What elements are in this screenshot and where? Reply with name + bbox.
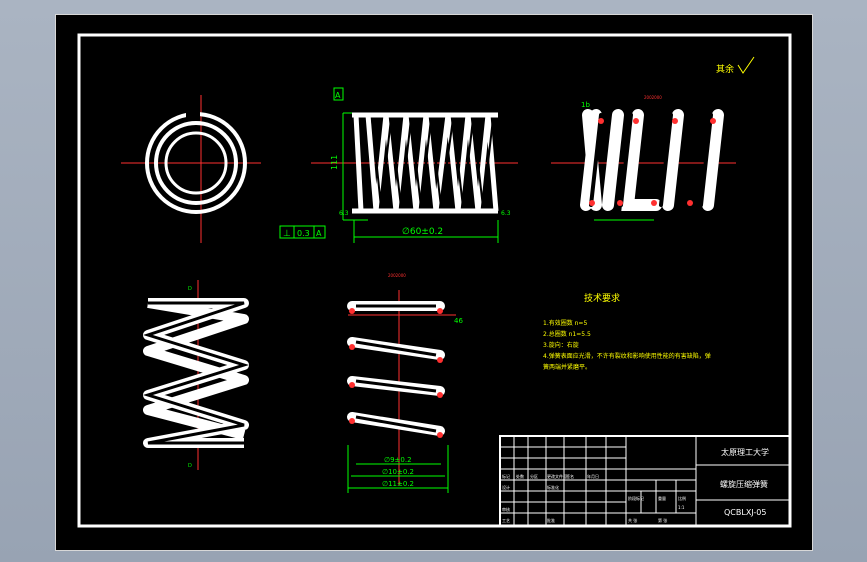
spring-coil-section: 2002000 <box>347 273 463 493</box>
svg-text:标记: 标记 <box>502 473 510 479</box>
svg-text:设计: 设计 <box>502 484 510 490</box>
spring-drawing: A 111 ⊥ 0.3 A ∅60±0.2 6.3 6.3 2002000 <box>77 33 792 528</box>
svg-text:2002000: 2002000 <box>388 273 406 278</box>
title-block-text: 太原理工大学 螺旋压缩弹簧 QCBLXJ-05 标记 处数 分区 更改文件号 签… <box>502 447 769 523</box>
roughness-symbol: 其余 <box>716 56 755 75</box>
inner-frame <box>77 33 792 528</box>
svg-text:D: D <box>188 286 192 292</box>
svg-text:工艺: 工艺 <box>502 518 510 523</box>
svg-text:3.旋向：右旋: 3.旋向：右旋 <box>543 341 579 349</box>
svg-text:D: D <box>188 463 192 469</box>
svg-text:111: 111 <box>330 155 339 170</box>
svg-text:重量: 重量 <box>658 495 666 501</box>
svg-text:⊥: ⊥ <box>283 229 291 239</box>
svg-text:0.3: 0.3 <box>297 229 310 238</box>
svg-text:∅9±0.2: ∅9±0.2 <box>384 456 412 464</box>
svg-text:螺旋压缩弹簧: 螺旋压缩弹簧 <box>720 479 768 489</box>
svg-text:处数: 处数 <box>516 473 524 479</box>
svg-text:∅10±0.2: ∅10±0.2 <box>382 468 414 476</box>
svg-text:QCBLXJ-05: QCBLXJ-05 <box>724 508 766 517</box>
svg-text:共 张: 共 张 <box>628 517 637 523</box>
svg-text:∅60±0.2: ∅60±0.2 <box>402 227 443 237</box>
svg-text:更改文件号: 更改文件号 <box>547 473 567 479</box>
tech-requirements: 技术要求 1.有效圈数 n=5 2.总圈数 n1=5.5 3.旋向：右旋 4.弹… <box>543 292 711 371</box>
svg-text:第 张: 第 张 <box>658 517 667 523</box>
drawing-sheet[interactable]: A 111 ⊥ 0.3 A ∅60±0.2 6.3 6.3 2002000 <box>55 14 813 551</box>
svg-text:2.总圈数 n1=5.5: 2.总圈数 n1=5.5 <box>543 330 591 338</box>
svg-text:太原理工大学: 太原理工大学 <box>721 447 769 457</box>
svg-text:6.3: 6.3 <box>501 210 511 217</box>
svg-text:其余: 其余 <box>716 63 734 75</box>
svg-text:簧两端并紧磨平。: 簧两端并紧磨平。 <box>543 363 591 371</box>
spring-section-view: 2002000 1b <box>551 95 736 221</box>
svg-text:阶段标记: 阶段标记 <box>628 495 644 501</box>
svg-text:1b: 1b <box>581 101 590 109</box>
svg-text:46: 46 <box>454 317 463 325</box>
svg-text:4.弹簧表面应光滑，不许有裂纹和影响使用性能的有害缺陷，弹: 4.弹簧表面应光滑，不许有裂纹和影响使用性能的有害缺陷，弹 <box>543 352 711 360</box>
svg-text:A: A <box>335 91 341 100</box>
svg-text:1:1: 1:1 <box>678 505 685 510</box>
svg-text:A: A <box>316 229 322 238</box>
svg-text:签名: 签名 <box>566 473 574 479</box>
svg-text:分区: 分区 <box>530 473 538 479</box>
spring-end-view <box>121 95 261 243</box>
spring-front-view: A 111 ⊥ 0.3 A ∅60±0.2 6.3 6.3 <box>279 87 518 243</box>
svg-text:2002000: 2002000 <box>644 95 662 100</box>
svg-text:∅11±0.2: ∅11±0.2 <box>382 480 414 488</box>
svg-text:年月日: 年月日 <box>587 473 599 479</box>
svg-text:比例: 比例 <box>678 495 686 501</box>
spring-outline-view: D D <box>142 280 250 470</box>
svg-text:标准化: 标准化 <box>547 484 559 490</box>
svg-text:6.3: 6.3 <box>339 210 349 217</box>
svg-text:批准: 批准 <box>547 517 555 523</box>
svg-text:1.有效圈数 n=5: 1.有效圈数 n=5 <box>543 319 587 327</box>
title-block <box>499 435 791 527</box>
svg-text:技术要求: 技术要求 <box>584 292 620 304</box>
svg-text:审核: 审核 <box>502 506 510 512</box>
